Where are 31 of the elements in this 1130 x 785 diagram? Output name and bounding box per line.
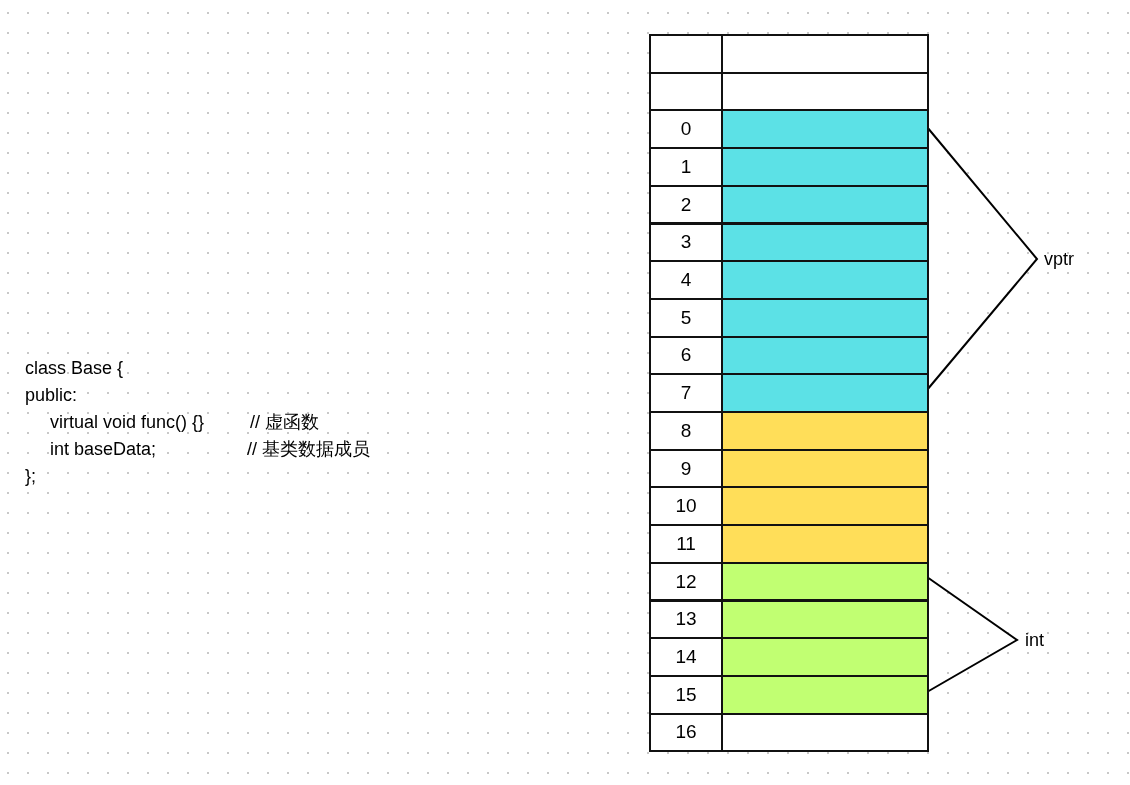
offset-cell: 12	[649, 561, 723, 602]
memory-cell	[721, 411, 929, 451]
memory-cell	[721, 222, 929, 263]
memory-cell	[721, 335, 929, 376]
memory-cell	[721, 297, 929, 338]
code-comment: // 虚函数	[250, 411, 319, 433]
memory-cell	[721, 184, 929, 225]
memory-cell	[721, 373, 929, 413]
memory-cell	[649, 34, 723, 74]
code-line: public:	[25, 384, 78, 406]
offset-cell: 16	[649, 712, 723, 753]
code-line: int baseData;	[50, 438, 157, 460]
memory-cell	[721, 599, 929, 640]
bracket-label: vptr	[1044, 248, 1074, 270]
memory-cell	[721, 561, 929, 602]
memory-cell	[721, 448, 929, 489]
memory-cell	[721, 674, 929, 715]
memory-cell	[721, 260, 929, 300]
memory-cell	[721, 637, 929, 677]
memory-cell	[721, 524, 929, 564]
memory-cell	[721, 147, 929, 187]
code-line: class Base {	[25, 357, 124, 379]
code-comment: // 基类数据成员	[247, 438, 370, 460]
memory-cell	[721, 109, 929, 150]
code-line: };	[25, 465, 36, 487]
memory-cell	[721, 34, 929, 74]
memory-cell	[721, 486, 929, 527]
code-line: virtual void func() {}	[50, 411, 205, 433]
bracket-label: int	[1025, 629, 1044, 651]
memory-cell	[721, 712, 929, 753]
offset-cell: 2	[649, 184, 723, 225]
